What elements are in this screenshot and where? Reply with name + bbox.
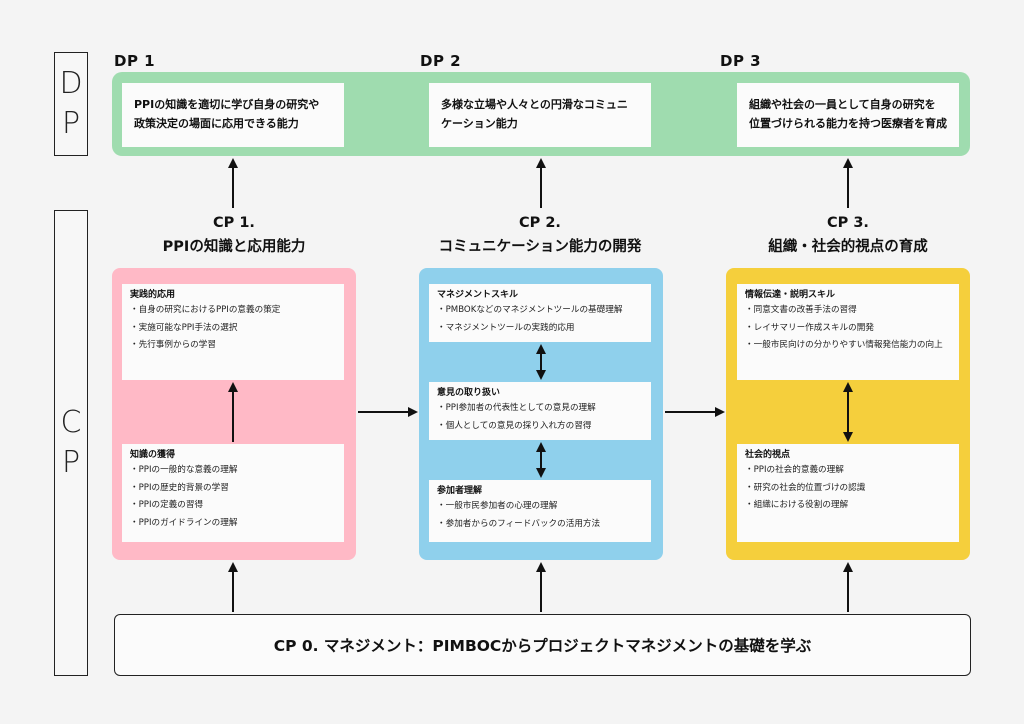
dp-side-label: D P <box>54 52 88 156</box>
dp3-title: DP 3 <box>720 52 762 70</box>
list-item: ・先行事例からの学習 <box>130 340 216 351</box>
cp-side-label: C P <box>54 210 88 676</box>
dp1-text-line2: 政策決定の場面に応用できる能力 <box>134 117 299 131</box>
cp3-card-communication-skills: 情報伝達・説明スキル ・同意文書の改善手法の習得 ・レイサマリー作成スキルの開発… <box>737 284 959 380</box>
cp2-card-participant-understanding: 参加者理解 ・一般市民参加者の心理の理解 ・参加者からのフィードバックの活用方法 <box>429 480 651 542</box>
cp1-title-name: PPIの知識と応用能力 <box>162 238 306 255</box>
card-title: 情報伝達・説明スキル <box>745 290 836 300</box>
cp1-title-number: CP 1. <box>213 215 255 231</box>
list-item: ・レイサマリー作成スキルの開発 <box>745 322 874 333</box>
list-item: ・PPIの一般的な意義の理解 <box>130 465 238 475</box>
dp1-box: PPIの知識を適切に学び自身の研究や 政策決定の場面に応用できる能力 <box>122 83 344 147</box>
list-item: ・PMBOKなどのマネジメントツールの基礎理解 <box>437 305 623 315</box>
list-item: ・個人としての意見の採り入れ方の習得 <box>437 420 592 431</box>
card-title: 知識の獲得 <box>130 450 176 460</box>
cp2-title: CP 2. コミュニケーション能力の開発 <box>400 212 680 260</box>
cp3-card-social-perspective: 社会的視点 ・PPIの社会的意義の理解 ・研究の社会的位置づけの認識 ・組織にお… <box>737 444 959 542</box>
list-item: ・PPIのガイドラインの理解 <box>130 517 238 528</box>
cp1-card-practical-application: 実践的応用 ・自身の研究におけるPPIの意義の策定 ・実施可能なPPI手法の選択… <box>122 284 344 380</box>
dp2-box: 多様な立場や人々との円滑なコミュニ ケーション能力 <box>429 83 651 147</box>
list-item: ・研究の社会的位置づけの認識 <box>745 482 866 493</box>
list-item: ・PPIの社会的意義の理解 <box>745 465 844 475</box>
list-item: ・自身の研究におけるPPIの意義の策定 <box>130 305 281 315</box>
cp0-box: CP 0. マネジメント：PIMBOCからプロジェクトマネジメントの基礎を学ぶ <box>114 614 971 676</box>
card-title: 社会的視点 <box>745 450 791 460</box>
dp-side-letter-d: D <box>59 65 83 101</box>
dp3-text-line2: 位置づけられる能力を持つ医療者を育成 <box>749 117 947 131</box>
dp2-text-line2: ケーション能力 <box>441 117 518 131</box>
list-item: ・同意文書の改善手法の習得 <box>745 305 857 315</box>
cp2-card-management-skills: マネジメントスキル ・PMBOKなどのマネジメントツールの基礎理解 ・マネジメン… <box>429 284 651 342</box>
cp-side-letter-p: P <box>61 445 81 480</box>
list-item: ・一般市民向けの分かりやすい情報発信能力の向上 <box>745 340 943 351</box>
dp2-text-line1: 多様な立場や人々との円滑なコミュニ <box>441 98 628 111</box>
card-title: 参加者理解 <box>437 486 483 496</box>
dp1-title: DP 1 <box>114 52 156 70</box>
cp1-card-knowledge-acquisition: 知識の獲得 ・PPIの一般的な意義の理解 ・PPIの歴史的背景の学習 ・PPIの… <box>122 444 344 542</box>
cp3-title-number: CP 3. <box>827 215 869 231</box>
cp-side-letter-c: C <box>60 404 82 440</box>
cp1-title: CP 1. PPIの知識と応用能力 <box>112 212 356 260</box>
list-item: ・参加者からのフィードバックの活用方法 <box>437 518 601 529</box>
dp2-title: DP 2 <box>420 52 462 70</box>
dp3-text-line1: 組織や社会の一員として自身の研究を <box>749 98 936 111</box>
cp3-title-name: 組織・社会的視点の育成 <box>768 238 928 255</box>
card-title: 実践的応用 <box>130 290 176 300</box>
card-title: 意見の取り扱い <box>437 388 501 398</box>
cp2-card-opinion-handling: 意見の取り扱い ・PPI参加者の代表性としての意見の理解 ・個人としての意見の採… <box>429 382 651 440</box>
list-item: ・PPIの歴史的背景の学習 <box>130 482 229 493</box>
cp2-title-name: コミュニケーション能力の開発 <box>438 238 642 255</box>
card-title: マネジメントスキル <box>437 290 519 300</box>
list-item: ・一般市民参加者の心理の理解 <box>437 501 558 511</box>
cp2-title-number: CP 2. <box>519 215 561 231</box>
list-item: ・PPI参加者の代表性としての意見の理解 <box>437 403 596 413</box>
list-item: ・PPIの定義の習得 <box>130 500 204 511</box>
dp3-box: 組織や社会の一員として自身の研究を 位置づけられる能力を持つ医療者を育成 <box>737 83 959 147</box>
cp3-title: CP 3. 組織・社会的視点の育成 <box>726 212 970 260</box>
cp0-text: CP 0. マネジメント：PIMBOCからプロジェクトマネジメントの基礎を学ぶ <box>273 637 812 655</box>
list-item: ・組織における役割の理解 <box>745 500 849 511</box>
dp1-text-line1: PPIの知識を適切に学び自身の研究や <box>134 98 320 111</box>
list-item: ・実施可能なPPI手法の選択 <box>130 322 238 333</box>
list-item: ・マネジメントツールの実践的応用 <box>437 322 575 333</box>
dp-side-letter-p: P <box>61 106 81 141</box>
